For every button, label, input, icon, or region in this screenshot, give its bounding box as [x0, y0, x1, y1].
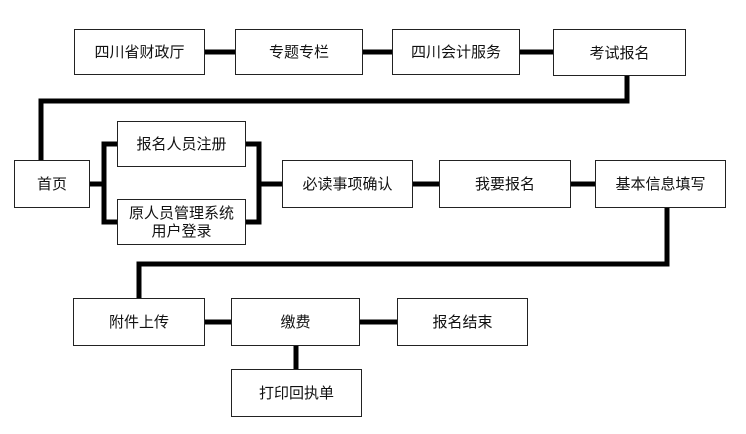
node-special-column: 专题专栏: [235, 29, 363, 75]
node-finance-dept: 四川省财政厅: [74, 29, 205, 75]
node-new-user-register: 报名人员注册: [117, 121, 246, 167]
node-i-want-register: 我要报名: [439, 160, 571, 208]
node-registration-end: 报名结束: [397, 298, 528, 346]
node-sichuan-accounting: 四川会计服务: [392, 29, 520, 75]
node-basic-info: 基本信息填写: [595, 160, 726, 208]
connector-exam-to-home: [38, 73, 630, 163]
node-exam-registration: 考试报名: [553, 29, 686, 76]
node-upload-attachment: 附件上传: [73, 298, 205, 346]
node-notice-confirm: 必读事项确认: [282, 160, 413, 208]
node-print-receipt: 打印回执单: [231, 369, 362, 417]
connector-fork-left: [101, 141, 120, 225]
node-existing-user-login: 原人员管理系统 用户登录: [117, 199, 246, 245]
connector-basic-to-upload: [136, 205, 670, 301]
node-payment: 缴费: [231, 298, 360, 346]
node-home: 首页: [14, 160, 90, 208]
